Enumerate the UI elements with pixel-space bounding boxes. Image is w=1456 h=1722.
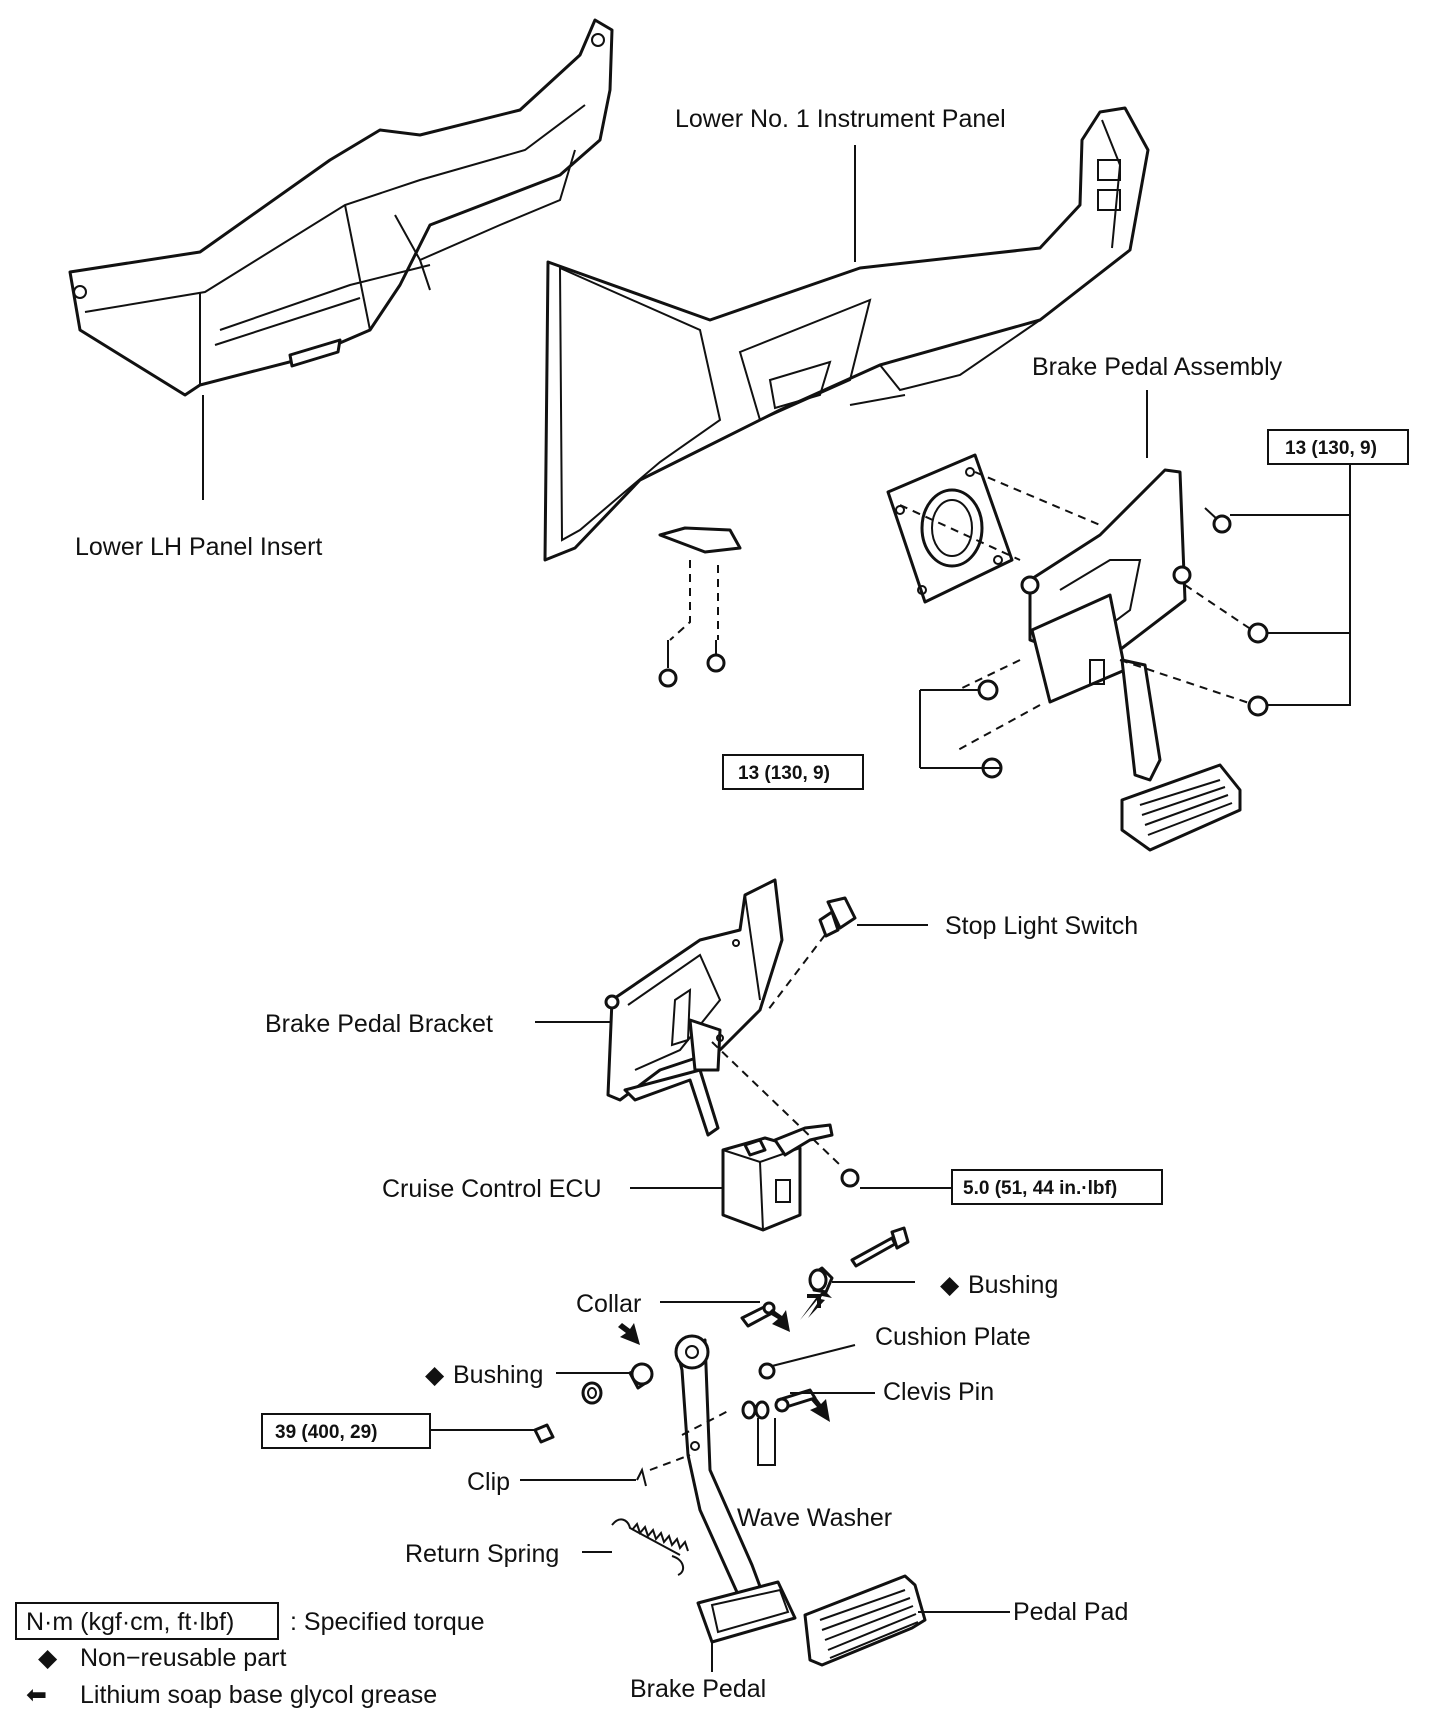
lower-lh-panel-insert-drawing xyxy=(68,18,614,397)
legend-torque-units: N·m (kgf·cm, ft·lbf) xyxy=(26,1608,234,1636)
legend-non-reusable-text: Non−reusable part xyxy=(80,1644,286,1672)
legend-grease-symbol: ⬅ xyxy=(26,1681,47,1709)
label-bushing-upper: Bushing xyxy=(968,1271,1058,1299)
torque-box-pedal-nut xyxy=(261,1413,431,1449)
legend: N·m (kgf·cm, ft·lbf) : Specified torque … xyxy=(15,1602,485,1709)
panel-screws-drawing xyxy=(658,526,742,688)
assembly-fasteners-drawing xyxy=(899,471,1269,779)
torque-assembly-left: 13 (130, 9) xyxy=(738,763,830,784)
label-stop-light-switch: Stop Light Switch xyxy=(945,912,1138,940)
torque-ecu-nut: 5.0 (51, 44 in.·lbf) xyxy=(963,1178,1117,1199)
grease-arrows-drawing xyxy=(618,1290,832,1422)
legend-torque-box xyxy=(15,1602,279,1640)
legend-grease-text: Lithium soap base glycol grease xyxy=(80,1681,437,1709)
legend-torque-desc: : Specified torque xyxy=(290,1608,485,1636)
torque-box-assembly-right xyxy=(1267,429,1409,465)
label-pedal-pad: Pedal Pad xyxy=(1013,1598,1128,1626)
label-brake-pedal: Brake Pedal xyxy=(630,1675,766,1703)
return-spring-drawing xyxy=(611,1518,689,1576)
label-lower-lh-panel-insert: Lower LH Panel Insert xyxy=(75,533,322,561)
torque-box-assembly-left xyxy=(722,754,864,790)
brake-pedal-assembly-drawing xyxy=(886,453,1242,852)
label-brake-pedal-assembly: Brake Pedal Assembly xyxy=(1032,353,1283,381)
cruise-control-ecu-drawing xyxy=(711,1041,860,1232)
label-brake-pedal-bracket: Brake Pedal Bracket xyxy=(265,1010,493,1038)
label-collar: Collar xyxy=(576,1290,641,1318)
legend-non-reusable-symbol: ◆ xyxy=(38,1644,58,1672)
label-cruise-control-ecu: Cruise Control ECU xyxy=(382,1175,602,1203)
label-wave-washer: Wave Washer xyxy=(737,1504,892,1532)
symbol-non-reusable-bushing-lower: ◆ xyxy=(425,1361,445,1389)
pedal-hardware-drawing xyxy=(533,1226,910,1487)
label-cushion-plate: Cushion Plate xyxy=(875,1323,1031,1351)
label-lower-no1-instrument-panel: Lower No. 1 Instrument Panel xyxy=(675,105,1006,133)
brake-pedal-bracket-drawing xyxy=(604,878,784,1137)
brake-pedal-drawing xyxy=(649,1334,797,1644)
label-clip: Clip xyxy=(467,1468,510,1496)
symbol-non-reusable-bushing-upper: ◆ xyxy=(940,1271,960,1299)
stop-light-switch-drawing xyxy=(767,896,928,1011)
leader-lines xyxy=(202,145,1351,1672)
torque-box-ecu-nut xyxy=(951,1169,1163,1205)
torque-assembly-right: 13 (130, 9) xyxy=(1285,438,1377,459)
label-return-spring: Return Spring xyxy=(405,1540,559,1568)
torque-pedal-nut: 39 (400, 29) xyxy=(275,1422,377,1443)
label-bushing-lower: Bushing xyxy=(453,1361,543,1389)
pedal-pad-drawing xyxy=(803,1574,927,1667)
label-clevis-pin: Clevis Pin xyxy=(883,1378,994,1406)
lower-no1-instrument-panel-drawing xyxy=(543,106,1150,562)
